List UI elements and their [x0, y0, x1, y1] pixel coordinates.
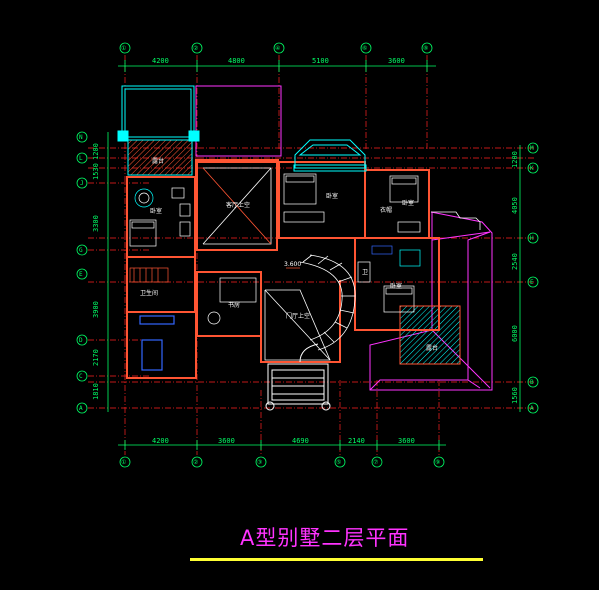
right-dim-2: 4050	[511, 197, 519, 214]
label-living-void: 客厅上空	[226, 201, 250, 209]
bottom-axis-1: ①	[121, 459, 126, 466]
spiral-stair	[299, 254, 356, 351]
bottom-axis-4: ⑤	[336, 459, 341, 466]
top-dim-3: 5100	[312, 57, 329, 65]
left-axis-7: C	[79, 373, 83, 380]
right-dim-3: 2540	[511, 253, 519, 270]
dimension-lines	[107, 60, 521, 450]
right-dim-4: 6000	[511, 325, 519, 342]
label-bedroom-right-top: 卧室	[402, 199, 414, 207]
left-axis-6: D	[79, 337, 83, 344]
entry-portico	[265, 343, 331, 411]
label-terrace-top-left: 露台	[152, 157, 164, 165]
left-axis-5: E	[79, 271, 83, 278]
left-dim-1: 1200	[92, 143, 100, 160]
top-dim-4: 3600	[388, 57, 405, 65]
furniture	[129, 173, 421, 371]
left-dim-3: 3300	[92, 215, 100, 232]
right-dim-1: 1200	[511, 151, 519, 168]
right-axis-4: E	[530, 279, 534, 286]
stair-void	[264, 289, 331, 361]
right-axis-1: M	[530, 145, 534, 152]
bay-window	[293, 139, 367, 172]
bottom-axis-3: ③	[257, 459, 262, 466]
terrace-bottom-right	[399, 305, 461, 365]
right-axis-6: A	[530, 405, 534, 412]
drawing-title: A型别墅二层平面	[240, 526, 410, 550]
right-balcony	[431, 211, 481, 230]
bottom-axis-bubbles	[119, 456, 445, 468]
terrace-top-left	[127, 139, 193, 176]
bottom-dim-4: 2140	[348, 437, 365, 445]
left-dim-6: 1810	[92, 383, 100, 400]
living-void	[202, 167, 272, 245]
label-bath-left: 卫生间	[140, 289, 158, 297]
bottom-dim-3: 4690	[292, 437, 309, 445]
left-axis-2: L	[79, 155, 83, 162]
label-bedroom-left: 卧室	[150, 207, 162, 215]
label-bedroom-right-mid: 卧室	[390, 282, 402, 290]
left-axis-3: J	[80, 180, 84, 187]
top-axis-4: ⑥	[362, 45, 367, 52]
top-axis-3: ④	[275, 45, 280, 52]
top-axis-2: ②	[193, 45, 198, 52]
balcony-top-left	[117, 85, 200, 142]
top-dim-1: 4200	[152, 57, 169, 65]
label-dressing: 衣帽	[380, 206, 392, 214]
left-dim-4: 3900	[92, 301, 100, 318]
bottom-axis-5: ⑦	[373, 459, 378, 466]
bottom-dim-1: 4200	[152, 437, 169, 445]
label-study: 书房	[228, 301, 240, 309]
bottom-axis-2: ②	[193, 459, 198, 466]
right-axis-2: K	[530, 165, 534, 172]
left-axis-bubbles	[76, 131, 88, 414]
walls	[126, 159, 440, 379]
label-terrace-bottom-right: 露台	[426, 344, 438, 352]
bottom-dim-5: 3600	[398, 437, 415, 445]
left-dim-2: 1530	[92, 163, 100, 180]
top-axis-5: ⑧	[423, 45, 428, 52]
title-underline	[190, 558, 483, 561]
label-master-bedroom: 卧室	[326, 192, 338, 200]
right-axis-5: B	[530, 379, 534, 386]
label-stair-void: 门厅上空	[286, 312, 310, 320]
bottom-axis-6: ⑨	[435, 459, 440, 466]
left-dim-5: 2170	[92, 349, 100, 366]
right-axis-bubbles	[527, 142, 539, 414]
left-axis-8: A	[79, 405, 83, 412]
right-axis-3: H	[530, 235, 534, 242]
top-axis-1: ①	[121, 45, 126, 52]
top-axis-bubbles	[119, 42, 433, 54]
right-dim-5: 1560	[511, 387, 519, 404]
left-axis-4: G	[79, 247, 83, 254]
bottom-dim-2: 3600	[218, 437, 235, 445]
left-axis-1: N	[79, 134, 83, 141]
top-dim-2: 4800	[228, 57, 245, 65]
label-stair-note: 3.600	[284, 261, 301, 268]
label-wc: 卫	[362, 269, 368, 276]
